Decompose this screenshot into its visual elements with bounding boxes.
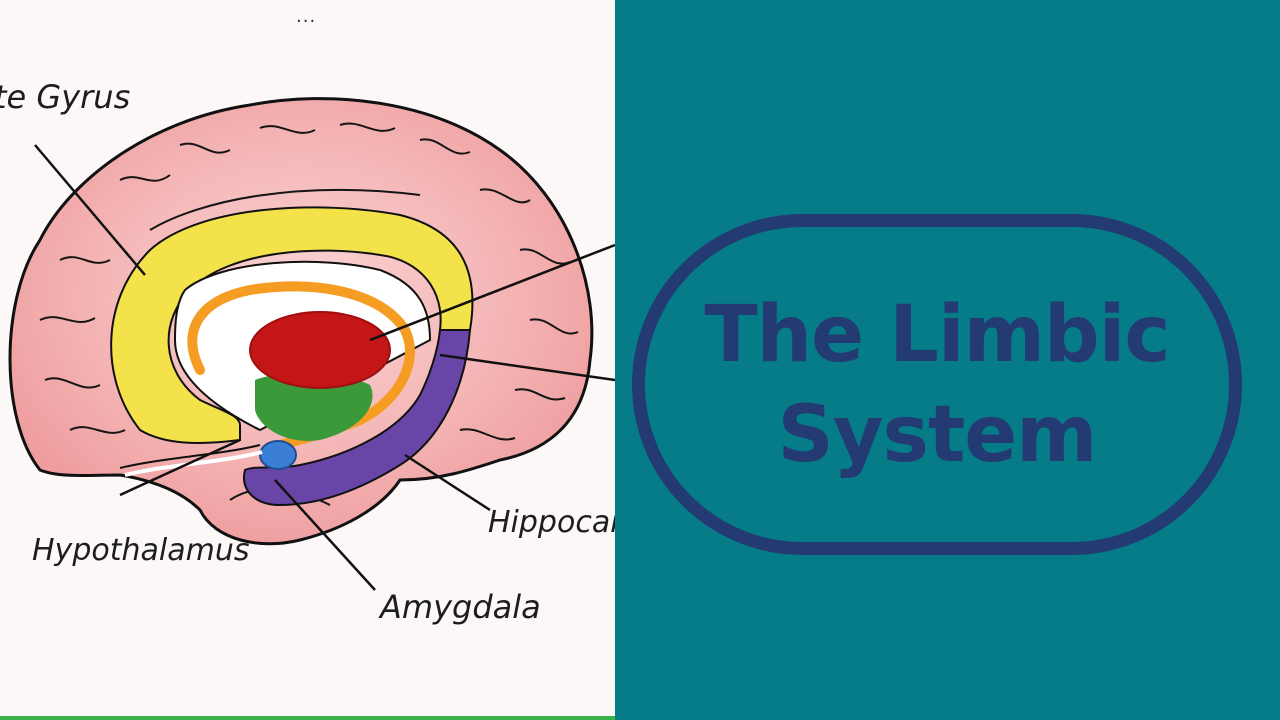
cingulate-label: te Gyrus	[0, 78, 130, 116]
bottom-accent-bar	[0, 716, 615, 720]
slide-title: The Limbic System	[704, 285, 1170, 485]
mammillary-body	[255, 373, 373, 441]
more-options-icon[interactable]: ...	[296, 6, 317, 27]
title-line-2: System	[777, 389, 1098, 480]
hypothalamus-label: Hypothalamus	[32, 533, 249, 568]
cingulate-gyrus	[110, 206, 474, 444]
thalamus	[249, 311, 391, 389]
amygdala-label: Amygdala	[378, 588, 541, 626]
diagram-panel: ...	[0, 0, 615, 720]
hippocampus	[243, 329, 472, 507]
label-pointers	[34, 144, 615, 591]
amygdala	[259, 440, 297, 470]
title-line-1: The Limbic	[704, 289, 1170, 380]
hippocampus-label: Hippocam	[488, 505, 615, 540]
brain-diagram: te Gyrus Hypothalamus Amygdala Hippocam	[0, 78, 615, 626]
title-pill: The Limbic System	[632, 214, 1242, 555]
title-panel: The Limbic System	[615, 0, 1280, 720]
